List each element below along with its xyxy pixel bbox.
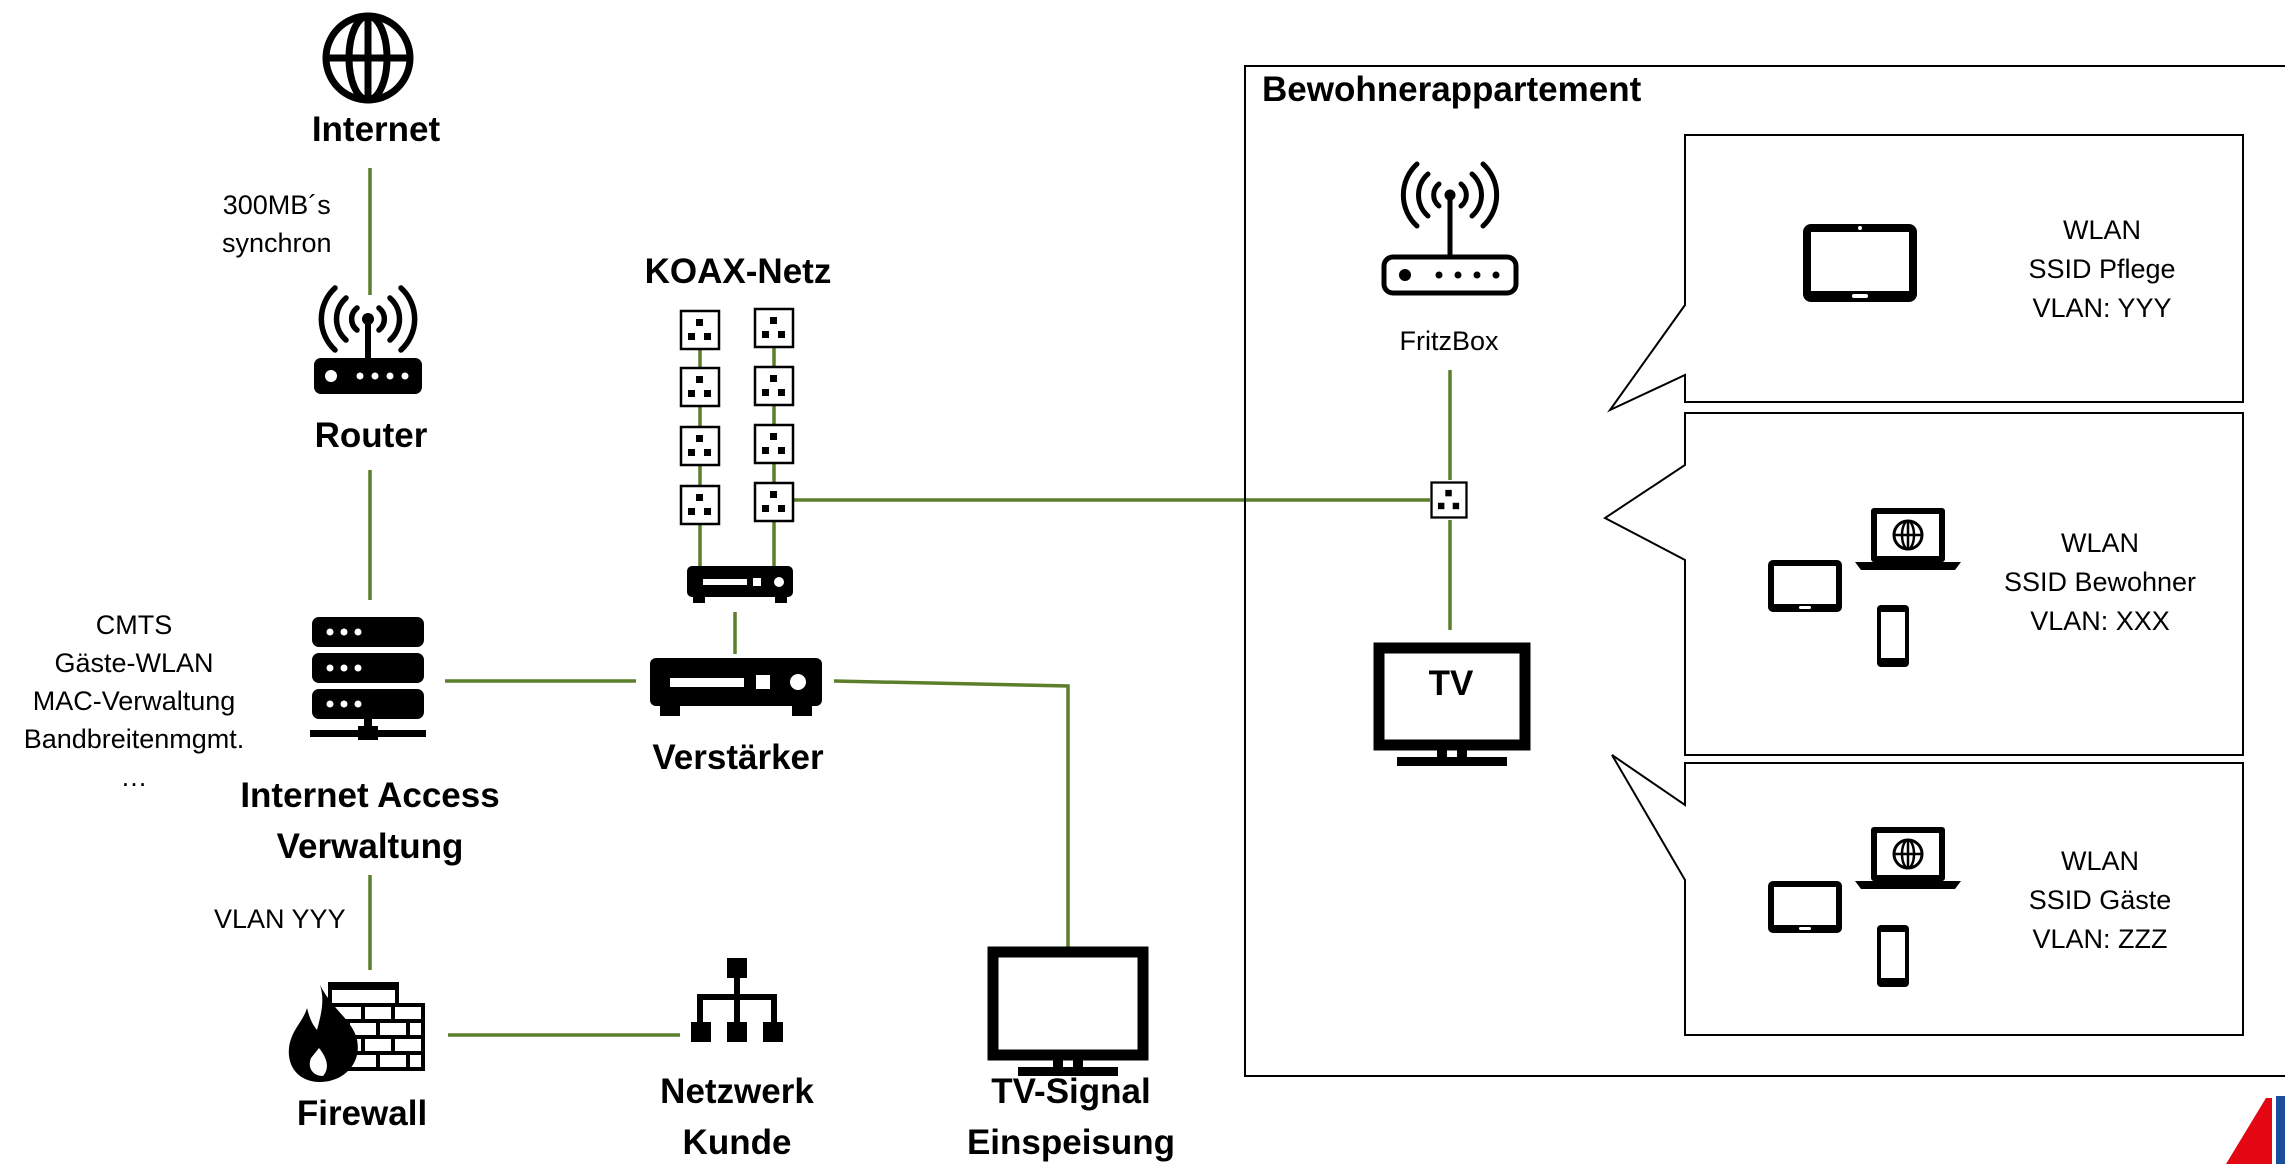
cmts-note-5: … (120, 762, 148, 792)
fritzbox-label: FritzBox (1399, 326, 1499, 356)
appartement-frame (1244, 65, 2285, 1077)
wifi-router-icon (1381, 161, 1519, 296)
access-label: Internet Access Verwaltung (240, 770, 499, 872)
wlan-pflege-line-1: WLAN (2062, 215, 2142, 245)
wlan-pflege-text: WLAN SSID Pflege VLAN: YYY (2028, 211, 2175, 328)
coax-outlet-icon (679, 309, 721, 351)
monitor-icon (987, 946, 1149, 1076)
network-tree-icon (691, 958, 783, 1042)
coax-outlet-grid (679, 307, 795, 526)
coax-outlet-icon (679, 484, 721, 526)
connection-lines (368, 168, 1452, 1037)
tv-label: TV (1428, 664, 1474, 703)
tvsignal-line-1: TV-Signal (991, 1072, 1151, 1111)
tablet-icon (1768, 881, 1842, 933)
coax-outlet-icon (679, 366, 721, 408)
tvsignal-label: TV-Signal Einspeisung (967, 1066, 1175, 1168)
laptop-icon (1855, 827, 1961, 889)
internet-label: Internet (311, 110, 441, 149)
device-group-bewohner (1768, 508, 1961, 667)
tablet-icon (1803, 224, 1917, 302)
coax-outlet-icon (679, 425, 721, 467)
line-amplifier-tvsignal (833, 679, 1070, 948)
verstaerker-label: Verstärker (652, 738, 824, 777)
wlan-gaeste-line-2: SSID Gäste (2028, 885, 2172, 915)
brand-logo-icon (2226, 1096, 2285, 1164)
bandwidth-line-1: 300MB´s (222, 190, 331, 220)
firewall-label: Firewall (296, 1094, 428, 1133)
wlan-gaeste-line-3: VLAN: ZZZ (2032, 924, 2168, 954)
wlan-gaeste-text: WLAN SSID Gäste VLAN: ZZZ (2029, 842, 2172, 959)
access-line-2: Verwaltung (276, 827, 464, 866)
amplifier-icon (650, 658, 822, 716)
tv-icon (1373, 642, 1531, 766)
wlan-bewohner-line-2: SSID Bewohner (2003, 567, 2197, 597)
netzwerk-line-2: Kunde (682, 1123, 792, 1162)
cmts-notes: CMTS Gäste-WLAN MAC-Verwaltung Bandbreit… (24, 606, 245, 796)
coax-outlet-icon (753, 481, 795, 523)
server-stack-icon (310, 617, 426, 740)
router-label: Router (314, 416, 428, 455)
laptop-icon (1855, 508, 1961, 570)
tvsignal-line-2: Einspeisung (966, 1123, 1176, 1162)
splitter-device-icon (687, 566, 793, 603)
access-line-1: Internet Access (240, 776, 500, 815)
cmts-note-2: Gäste-WLAN (54, 648, 214, 678)
wlan-bewohner-text: WLAN SSID Bewohner VLAN: XXX (2004, 524, 2196, 641)
smartphone-icon (1877, 925, 1909, 987)
koax-label: KOAX-Netz (644, 252, 832, 291)
netzwerk-line-1: Netzwerk (660, 1072, 814, 1111)
device-group-gaeste (1768, 827, 1961, 987)
cmts-note-1: CMTS (95, 610, 173, 640)
globe-icon (322, 12, 414, 104)
wlan-pflege-line-3: VLAN: YYY (2032, 293, 2172, 323)
wlan-pflege-line-2: SSID Pflege (2028, 254, 2176, 284)
firewall-icon (288, 982, 425, 1082)
coax-outlet-icon (1430, 481, 1468, 519)
smartphone-icon (1877, 605, 1909, 667)
wlan-gaeste-line-1: WLAN (2060, 846, 2139, 876)
tablet-icon (1768, 560, 1842, 612)
vlan-yyy-label: VLAN YYY (214, 904, 346, 934)
cmts-note-4: Bandbreitenmgmt. (23, 724, 245, 754)
bandwidth-label: 300MB´s synchron (222, 186, 332, 262)
wlan-bewohner-line-1: WLAN (2060, 528, 2140, 558)
callout-panel-pflege (1606, 134, 2244, 413)
callout-panels (1603, 134, 2244, 1036)
coax-outlet-icon (753, 307, 795, 349)
coax-outlet-icon (753, 365, 795, 407)
callout-panel-gaeste (1611, 754, 2244, 1036)
netzwerk-label: Netzwerk Kunde (660, 1066, 814, 1168)
cmts-note-3: MAC-Verwaltung (32, 686, 236, 716)
callout-panel-bewohner (1603, 412, 2244, 756)
bandwidth-line-2: synchron (222, 228, 332, 258)
appartement-title: Bewohnerappartement (1262, 70, 1642, 109)
wlan-bewohner-line-3: VLAN: XXX (2030, 606, 2170, 636)
wifi-router-icon (314, 285, 422, 394)
coax-outlet-icon (753, 423, 795, 465)
